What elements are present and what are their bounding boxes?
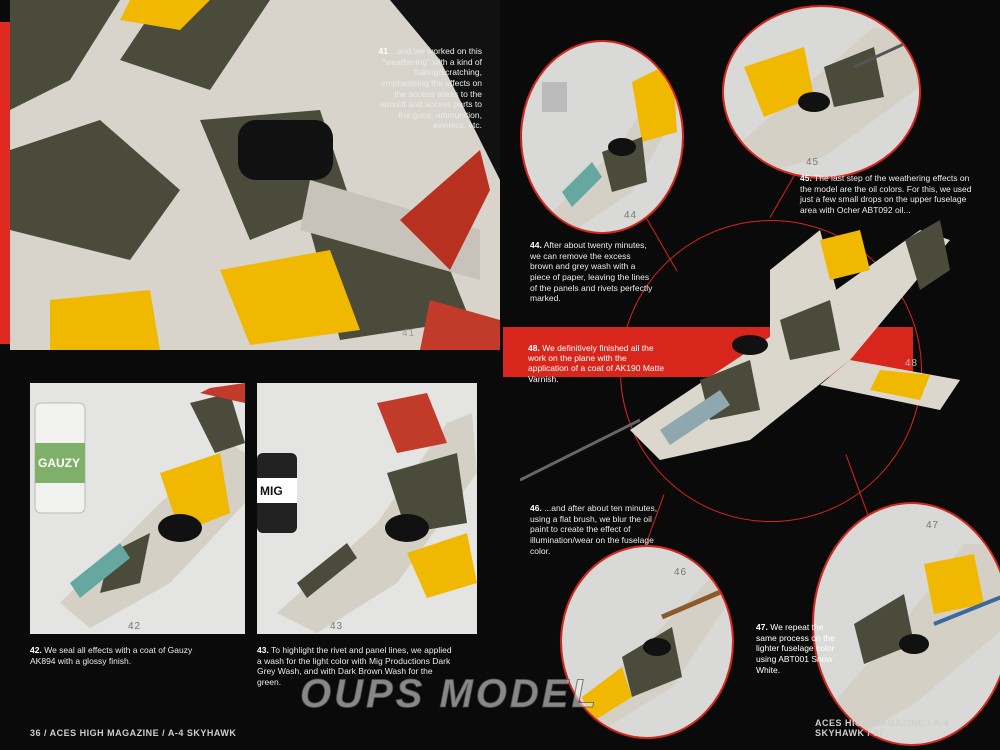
caption-number: 45. xyxy=(800,173,812,183)
caption-number: 43. xyxy=(257,645,269,655)
aircraft-with-mig-bottle: MIG xyxy=(257,383,477,634)
caption-number: 48. xyxy=(528,343,540,353)
oil-paint-closeup xyxy=(724,7,919,177)
mig-label: MIG xyxy=(260,484,283,498)
caption-text: We seal all effects with a coat of Gauzy… xyxy=(30,645,193,666)
photo-number: 42 xyxy=(128,621,142,632)
photo-number: 45 xyxy=(806,157,820,168)
caption-text: To highlight the rivet and panel lines, … xyxy=(257,645,452,687)
caption-text: We definitively finished all the work on… xyxy=(528,343,665,384)
caption-number: 47. xyxy=(756,622,768,632)
photo-44-circle: 44 xyxy=(520,40,684,234)
brush-blending-closeup xyxy=(562,547,732,737)
photo-number: 43 xyxy=(330,621,344,632)
red-accent-bar xyxy=(0,22,10,344)
photo-number: 48 xyxy=(905,358,919,369)
caption-number: 46. xyxy=(530,503,542,513)
caption-text: ...and after about ten minutes, using a … xyxy=(530,503,658,556)
aircraft-with-gauzy-bottle: GAUZY xyxy=(30,383,245,634)
left-page: 41 41 ...and we worked on this "weatheri… xyxy=(0,0,500,738)
photo-41 xyxy=(10,0,500,350)
photo-48-aircraft xyxy=(520,220,960,482)
caption-text: The last step of the weathering effects … xyxy=(800,173,972,215)
photo-47-circle: 47 xyxy=(812,502,1000,746)
caption-number: 41 xyxy=(378,46,388,56)
aircraft-closeup-illustration xyxy=(10,0,500,350)
watermark: OUPS MODEL xyxy=(300,672,599,717)
caption-43: 43. To highlight the rivet and panel lin… xyxy=(257,645,457,688)
caption-41: 41 ...and we worked on this "weathering"… xyxy=(370,46,482,131)
caption-48: 48. We definitively finished all the wor… xyxy=(528,343,668,384)
photo-46-circle: 46 xyxy=(560,545,734,739)
caption-number: 44. xyxy=(530,240,542,250)
photo-45-circle: 45 xyxy=(722,5,921,179)
caption-text: After about twenty minutes, we can remov… xyxy=(530,240,653,304)
caption-47: 47. We repeat the same process on the li… xyxy=(756,622,836,675)
footer-right: ACES HIGH MAGAZINE / A-4 SKYHAWK / 37 xyxy=(815,718,950,738)
weathering-closeup xyxy=(522,42,682,232)
snow-white-closeup xyxy=(814,504,1000,744)
caption-text: We repeat the same process on the lighte… xyxy=(756,622,835,675)
gauzy-label: GAUZY xyxy=(38,456,80,470)
caption-text: ...and we worked on this "weathering" wi… xyxy=(379,46,482,131)
photo-number: 44 xyxy=(624,210,638,221)
footer-left: 36 / ACES HIGH MAGAZINE / A-4 SKYHAWK xyxy=(30,728,237,738)
photo-43: MIG 43 xyxy=(257,383,477,634)
photo-number: 47 xyxy=(926,520,940,531)
caption-44: 44. After about twenty minutes, we can r… xyxy=(530,240,655,304)
photo-42: GAUZY 42 xyxy=(30,383,245,634)
caption-46: 46. ...and after about ten minutes, usin… xyxy=(530,503,670,556)
photo-number: 46 xyxy=(674,567,688,578)
photo-number: 41 xyxy=(402,328,416,339)
caption-number: 42. xyxy=(30,645,42,655)
caption-45: 45. The last step of the weathering effe… xyxy=(800,173,975,216)
caption-42: 42. We seal all effects with a coat of G… xyxy=(30,645,200,666)
